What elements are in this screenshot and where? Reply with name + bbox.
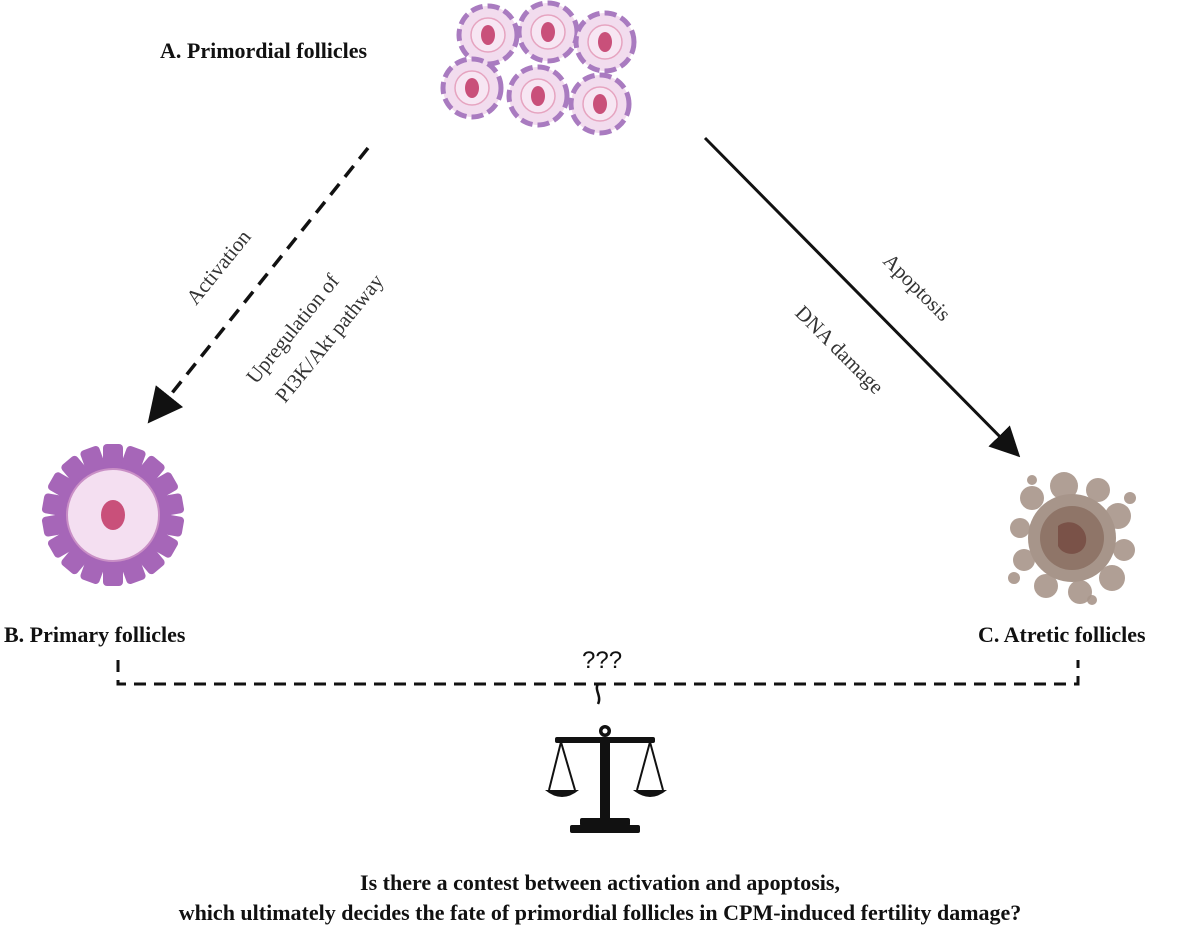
atretic-nucleus <box>1058 522 1087 554</box>
primordial-follicle <box>516 0 580 64</box>
primordial-follicles-cluster <box>440 0 637 136</box>
degenerating-cell <box>1013 549 1035 571</box>
granulosa-cell <box>158 493 185 517</box>
degenerating-cell <box>1020 486 1044 510</box>
degenerating-cell <box>1010 518 1030 538</box>
scale-of-justice-icon <box>545 725 667 833</box>
degenerating-cell <box>1034 574 1058 598</box>
degenerating-cell <box>1113 539 1135 561</box>
primary-follicle-illustration <box>41 444 185 586</box>
dna-damage-label: DNA damage <box>790 301 888 399</box>
degenerating-cell <box>1099 565 1125 591</box>
activation-arrow <box>147 146 370 424</box>
primordial-follicle <box>506 64 570 128</box>
degenerating-cell <box>1008 572 1020 584</box>
activation-label: Activation <box>181 225 256 309</box>
apoptosis-arrow <box>703 136 1021 458</box>
atretic-follicle-illustration <box>1008 472 1136 605</box>
apoptosis-label: Apoptosis <box>878 249 955 326</box>
primordial-follicle <box>440 56 504 120</box>
granulosa-cell <box>41 513 68 537</box>
primordial-follicle <box>568 72 632 136</box>
granulosa-cell <box>103 562 123 586</box>
degenerating-cell <box>1050 472 1078 500</box>
granulosa-cell <box>120 556 146 585</box>
question-marks-label: ??? <box>582 647 622 674</box>
granulosa-cell <box>158 513 185 537</box>
primary-follicles-label: B. Primary follicles <box>4 622 186 647</box>
granulosa-cell <box>103 444 123 468</box>
primordial-follicle <box>456 3 520 67</box>
primordial-follicle <box>573 10 637 74</box>
degenerating-cell <box>1086 478 1110 502</box>
granulosa-cell <box>80 556 106 585</box>
oocyte-nucleus <box>101 500 125 530</box>
granulosa-cell <box>80 445 106 474</box>
granulosa-cell <box>41 493 68 517</box>
degenerating-cell <box>1027 475 1037 485</box>
degenerating-cell <box>1124 492 1136 504</box>
degenerating-cell <box>1087 595 1097 605</box>
granulosa-cell <box>120 445 146 474</box>
degenerating-cell <box>1068 580 1092 604</box>
question-line-2: which ultimately decides the fate of pri… <box>178 900 1022 925</box>
primordial-follicles-label: A. Primordial follicles <box>160 38 368 63</box>
bracket-connector <box>595 683 601 705</box>
question-line-1: Is there a contest between activation an… <box>360 870 840 895</box>
atretic-follicles-label: C. Atretic follicles <box>978 622 1146 647</box>
